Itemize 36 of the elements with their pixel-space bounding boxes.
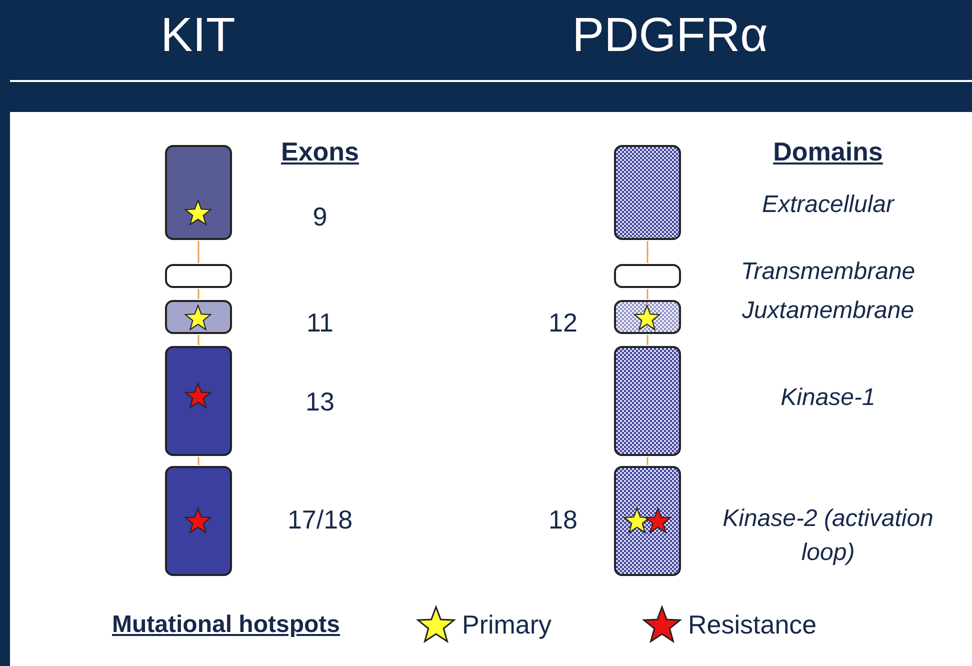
legend-label: Resistance: [688, 608, 817, 642]
segment-box: [614, 300, 681, 334]
connector-line: [646, 335, 648, 345]
exon-number: 9: [312, 200, 328, 234]
segment-box: [165, 346, 232, 456]
segment-box: [165, 300, 232, 334]
segment-box: [165, 145, 232, 240]
segment-box: [165, 264, 232, 288]
domain-label: Juxtamembrane: [742, 296, 914, 326]
column-heading: Exons: [280, 136, 360, 168]
connector-line: [646, 289, 648, 299]
connector-line: [646, 241, 648, 263]
domain-label: Kinase-1: [780, 383, 876, 413]
connector-line: [198, 241, 200, 263]
exon-number: 11: [306, 306, 334, 340]
domain-label: Kinase-2 (activation loop): [722, 504, 934, 568]
segment-box: [614, 145, 681, 240]
segment-box: [165, 466, 232, 576]
exon-number: 17/18: [287, 504, 353, 536]
domain-label: Extracellular: [762, 190, 894, 220]
heading: KIT: [160, 8, 236, 64]
exon-number: 18: [548, 504, 578, 536]
connector-line: [646, 457, 648, 465]
legend-title: Mutational hotspots: [112, 610, 340, 640]
exon-number: 13: [306, 386, 334, 418]
connector-line: [198, 457, 200, 465]
segment-box: [614, 466, 681, 576]
segment-box: [614, 346, 681, 456]
connector-line: [198, 335, 200, 345]
exon-number: 12: [548, 306, 578, 340]
column-heading: Domains: [773, 136, 883, 168]
domain-label: Transmembrane: [740, 257, 916, 287]
legend-label: Primary: [462, 608, 552, 642]
segment-box: [614, 264, 681, 288]
heading: PDGFRα: [572, 8, 768, 64]
connector-line: [198, 289, 200, 299]
